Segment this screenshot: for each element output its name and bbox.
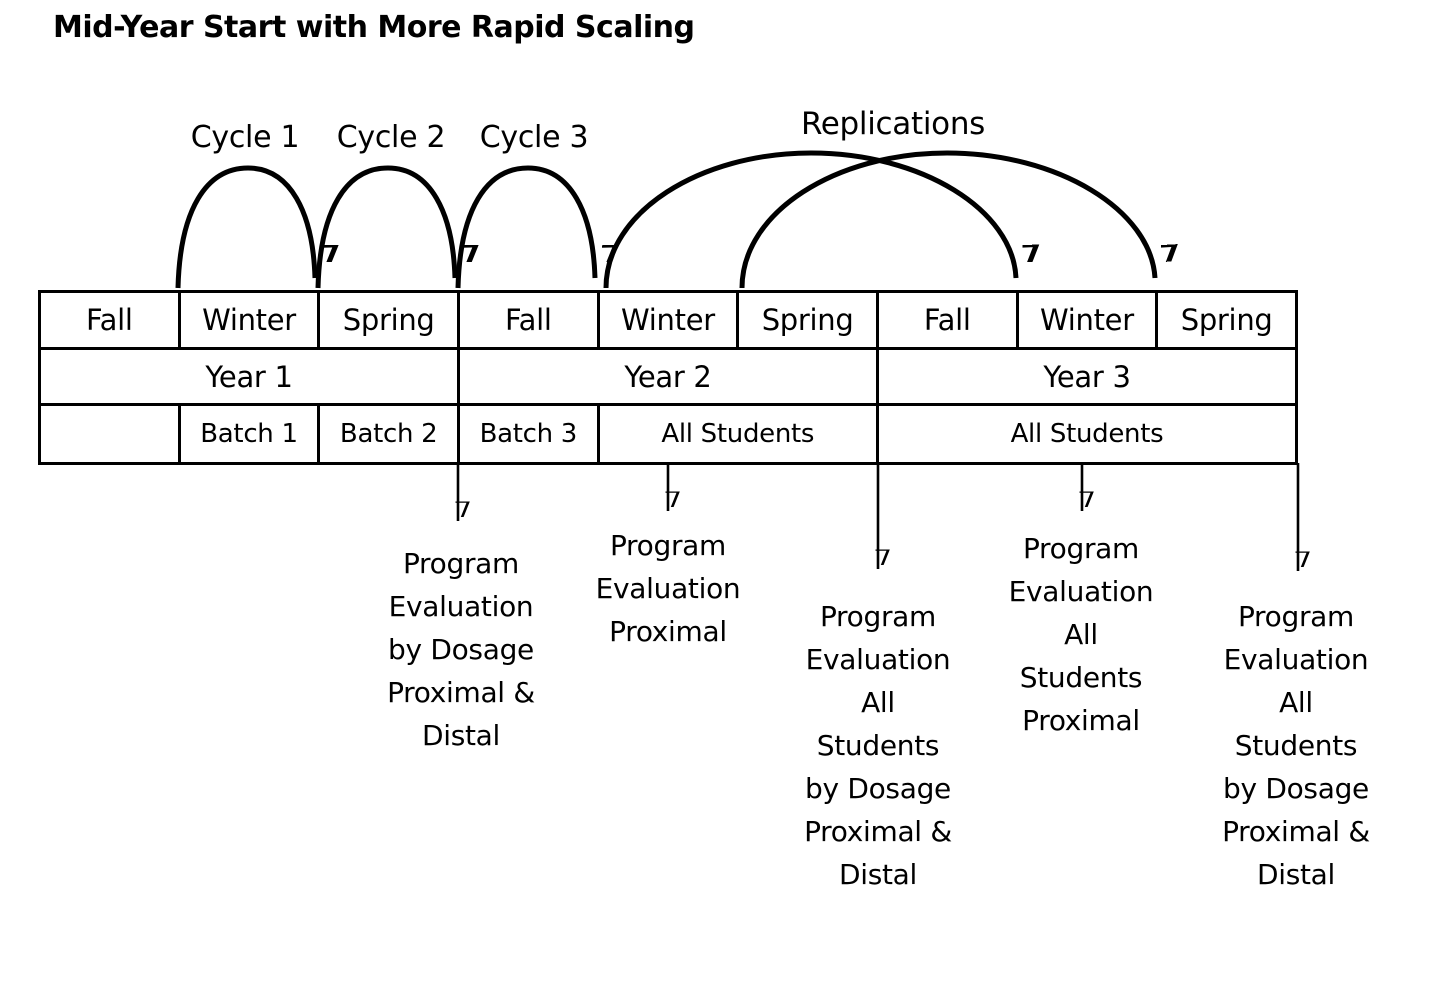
replication-arc-winter — [603, 150, 1016, 289]
eval-note-line: Students — [816, 729, 940, 762]
table-cell-batches-4: All Students — [596, 403, 879, 465]
replication-arc-spring — [739, 150, 1155, 289]
eval-note-line: All — [1279, 686, 1313, 719]
eval-note-line: by Dosage — [388, 633, 534, 666]
table-cell-batches-2: Batch 2 — [317, 403, 460, 465]
table-cell-batches-1: Batch 1 — [177, 403, 321, 465]
eval-note-line: Program — [1237, 600, 1355, 633]
eval-note-line: Evaluation — [595, 572, 741, 605]
eval-note-line: Distal — [421, 719, 501, 752]
eval-note-line: All — [1064, 618, 1098, 651]
table-cell-batches-0 — [38, 403, 181, 465]
table-cell-seasons-6: Fall — [875, 290, 1019, 350]
table-cell-batches-5: All Students — [875, 403, 1299, 465]
table-cell-batches-3: Batch 3 — [456, 403, 600, 465]
eval-note-line: Students — [1234, 729, 1358, 762]
table-cell-seasons-8: Spring — [1155, 290, 1298, 350]
table-cell-seasons-5: Spring — [736, 290, 879, 350]
eval-note-line: Evaluation — [1008, 575, 1154, 608]
eval-note-line: Distal — [1256, 858, 1336, 891]
eval-note-line: Distal — [838, 858, 918, 891]
eval-note-line: by Dosage — [805, 772, 951, 805]
eval-note-line: Program — [819, 600, 937, 633]
table-cell-years-2: Year 3 — [875, 347, 1299, 406]
eval-note-line: Evaluation — [805, 643, 951, 676]
cycle-1-label: Cycle 1 — [190, 120, 300, 155]
cycle-1-arc — [175, 165, 315, 289]
eval-note-line: Proximal — [609, 615, 727, 648]
cycle-2-label: Cycle 2 — [336, 120, 446, 155]
eval-note-line: Proximal — [1022, 704, 1140, 737]
eval-note-line: Proximal & — [804, 815, 952, 848]
table-cell-years-1: Year 2 — [456, 347, 879, 406]
table-cell-seasons-4: Winter — [596, 290, 740, 350]
table-cell-seasons-7: Winter — [1015, 290, 1159, 350]
eval-note-line: Students — [1019, 661, 1143, 694]
eval-note-line: Evaluation — [1223, 643, 1369, 676]
table-cell-seasons-3: Fall — [456, 290, 600, 350]
diagram-title: Mid-Year Start with More Rapid Scaling — [53, 10, 695, 45]
table-cell-seasons-1: Winter — [177, 290, 321, 350]
eval-note-line: Evaluation — [388, 590, 534, 623]
eval-note-line: Proximal & — [387, 676, 535, 709]
table-cell-seasons-2: Spring — [317, 290, 460, 350]
eval-note-line: Program — [402, 547, 520, 580]
table-cell-seasons-0: Fall — [38, 290, 181, 350]
replications-label: Replications — [800, 106, 986, 142]
eval-note-line: All — [861, 686, 895, 719]
cycle-2-arc — [315, 165, 455, 289]
table-cell-years-0: Year 1 — [38, 347, 460, 406]
cycle-3-label: Cycle 3 — [479, 120, 589, 155]
eval-note-line: Program — [609, 529, 727, 562]
eval-note-line: Proximal & — [1222, 815, 1370, 848]
cycle-3-arc — [455, 165, 595, 289]
eval-note-line: by Dosage — [1223, 772, 1369, 805]
eval-note-line: Program — [1022, 532, 1140, 565]
